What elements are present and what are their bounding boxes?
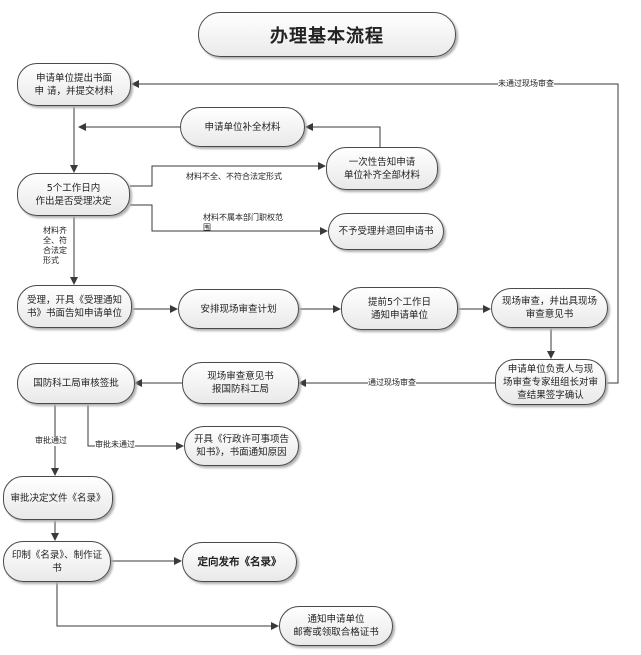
label-approved: 审批通过 (35, 436, 67, 446)
node-rejection-notice: 开具《行政许可事项告 知书》，书面通知原因 (184, 426, 299, 466)
connector-decision-to-notify (130, 162, 326, 187)
label-rejected: 审批未通过 (95, 440, 135, 450)
node-approval-document: 审批决定文件《名录》 (3, 476, 113, 520)
connector-approve-to-notice (87, 404, 184, 450)
node-not-accepted: 不予受理并退回申请书 (328, 213, 444, 250)
connector-decision-to-reject (130, 204, 328, 235)
node-publish-list: 定向发布《名录》 (182, 542, 297, 582)
connector-print-to-certificate (56, 582, 279, 630)
label-fail-review: 未通过现场审查 (498, 79, 554, 89)
label-materials-complete: 材料齐 全、符 合法定 形式 (43, 226, 67, 266)
node-result-confirmation: 申请单位负责人与现 场审查专家组组长对审 查结果签字确认 (495, 359, 606, 405)
node-advance-notice: 提前5个工作日 通知申请单位 (341, 287, 458, 330)
node-notify-certificate: 通知申请单位 邮寄或领取合格证书 (279, 606, 393, 646)
node-one-time-notice: 一次性告知申请 单位补齐全部材料 (326, 147, 438, 190)
node-acceptance-decision: 5个工作日内 作出是否受理决定 (17, 173, 130, 216)
node-submit-application: 申请单位提出书面 申 请，并提交材料 (17, 63, 131, 106)
node-print-certificate: 印制《名录》、制作证 书 (3, 541, 111, 582)
connector-confirm-to-apply (131, 80, 619, 384)
node-supplement-materials: 申请单位补全材料 (180, 107, 305, 147)
node-accepted-notice: 受理，开具《受理通知 书》书面告知申请单位 (17, 285, 132, 328)
node-inspection-plan: 安排现场审查计划 (178, 289, 299, 329)
connector-notify-to-supplement (305, 123, 381, 147)
label-out-of-scope: 材料不属本部门职权范 围 (203, 213, 283, 232)
node-onsite-inspection: 现场审查，并出具现场 审查意见书 (491, 288, 608, 328)
page-title: 办理基本流程 (198, 12, 456, 57)
label-pass-review: 通过现场审查 (368, 378, 416, 388)
node-bureau-approval: 国防科工局审核签批 (17, 363, 135, 404)
label-incomplete: 材料不全、不符合法定形式 (186, 172, 282, 182)
node-report-submission: 现场审查意见书 报国防科工局 (182, 362, 299, 404)
